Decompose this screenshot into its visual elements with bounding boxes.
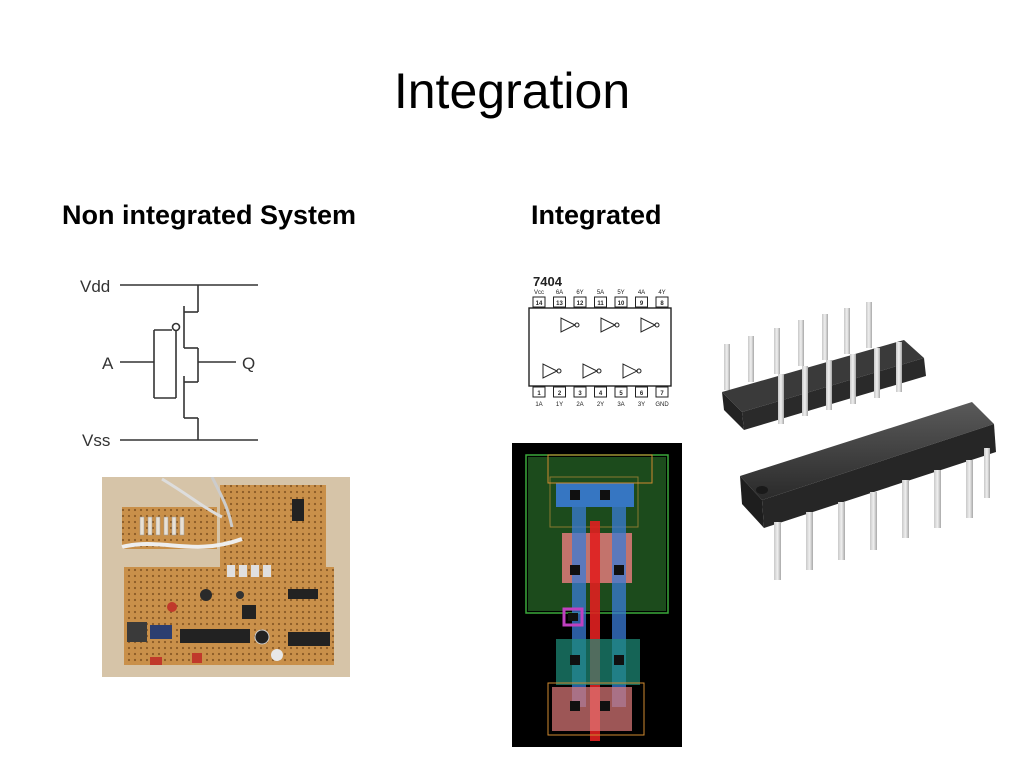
top-pin-number: 10 [618, 301, 625, 307]
top-pin-box [594, 296, 607, 308]
bottom-pin-name: 2A [576, 402, 583, 408]
inverter-wiring [120, 284, 258, 441]
top-pin-number: 13 [556, 301, 563, 307]
top-pin-name: 5Y [617, 290, 624, 296]
top-pin-number: 11 [597, 301, 604, 307]
top-pin-name: 4A [638, 290, 645, 296]
bottom-pin-number: 5 [619, 391, 623, 397]
bottom-pin-box [614, 386, 628, 398]
top-pin-box [553, 296, 566, 308]
bottom-pin-name: 3A [617, 402, 624, 408]
bottom-pin-box [594, 386, 607, 398]
right-heading: Integrated [531, 200, 662, 230]
top-pin-box [635, 296, 648, 308]
left-heading: Non integrated System [62, 200, 357, 230]
top-pin-name: Vcc [534, 290, 544, 296]
perfboard-circuit-photo [102, 477, 350, 677]
top-pin-name: 6Y [576, 290, 583, 296]
top-pin-number: 8 [660, 301, 664, 307]
bottom-pin-number: 7 [660, 391, 664, 397]
top-pin-box [614, 296, 628, 308]
dip14-chips-photo [722, 302, 996, 580]
bottom-pin-box [532, 386, 546, 398]
bottom-pin-box [635, 386, 648, 398]
output-q-label: Q [242, 354, 255, 373]
top-pin-box [532, 296, 546, 308]
top-pin-name: 6A [556, 290, 563, 296]
top-pin-number: 12 [577, 301, 584, 307]
bottom-pin-box [655, 386, 669, 398]
bottom-pin-box [573, 386, 587, 398]
bottom-pin-name: 1Y [556, 402, 563, 408]
bottom-pin-name: GND [655, 402, 669, 408]
chip-part-number: 7404 [533, 274, 563, 289]
bottom-pin-number: 1 [537, 391, 541, 397]
top-pin-name: 5A [597, 290, 604, 296]
bottom-pin-number: 3 [578, 391, 582, 397]
bottom-pin-box [553, 386, 566, 398]
bottom-pin-name: 1A [535, 402, 542, 408]
bottom-pin-number: 4 [599, 391, 603, 397]
top-pin-box [573, 296, 587, 308]
inverter-schematic: Vdd A Q Vss [80, 277, 258, 450]
top-pin-number: 14 [536, 301, 543, 307]
top-pin-number: 9 [640, 301, 644, 307]
top-pins: Vcc 14 6A 13 6Y 12 5A 11 5Y 10 4A 9 4Y 8 [532, 290, 669, 308]
vss-label: Vss [82, 431, 110, 450]
top-pin-name: 4Y [658, 290, 665, 296]
top-pin-box [655, 296, 669, 308]
slide-title: Integration [393, 63, 631, 119]
inverter-gates [542, 317, 660, 379]
bottom-pin-number: 6 [640, 391, 644, 397]
cmos-layout-view [512, 443, 682, 747]
vdd-label: Vdd [80, 277, 110, 296]
chip-7404-pinout: 7404 Vcc 14 6A 13 6Y 12 5A 11 5Y 10 4A 9 4Y 8 1 1A 2 1Y 3… [528, 274, 672, 408]
bottom-pin-number: 2 [558, 391, 562, 397]
input-a-label: A [102, 354, 114, 373]
bottom-pin-name: 3Y [638, 402, 645, 408]
bottom-pin-name: 2Y [597, 402, 604, 408]
